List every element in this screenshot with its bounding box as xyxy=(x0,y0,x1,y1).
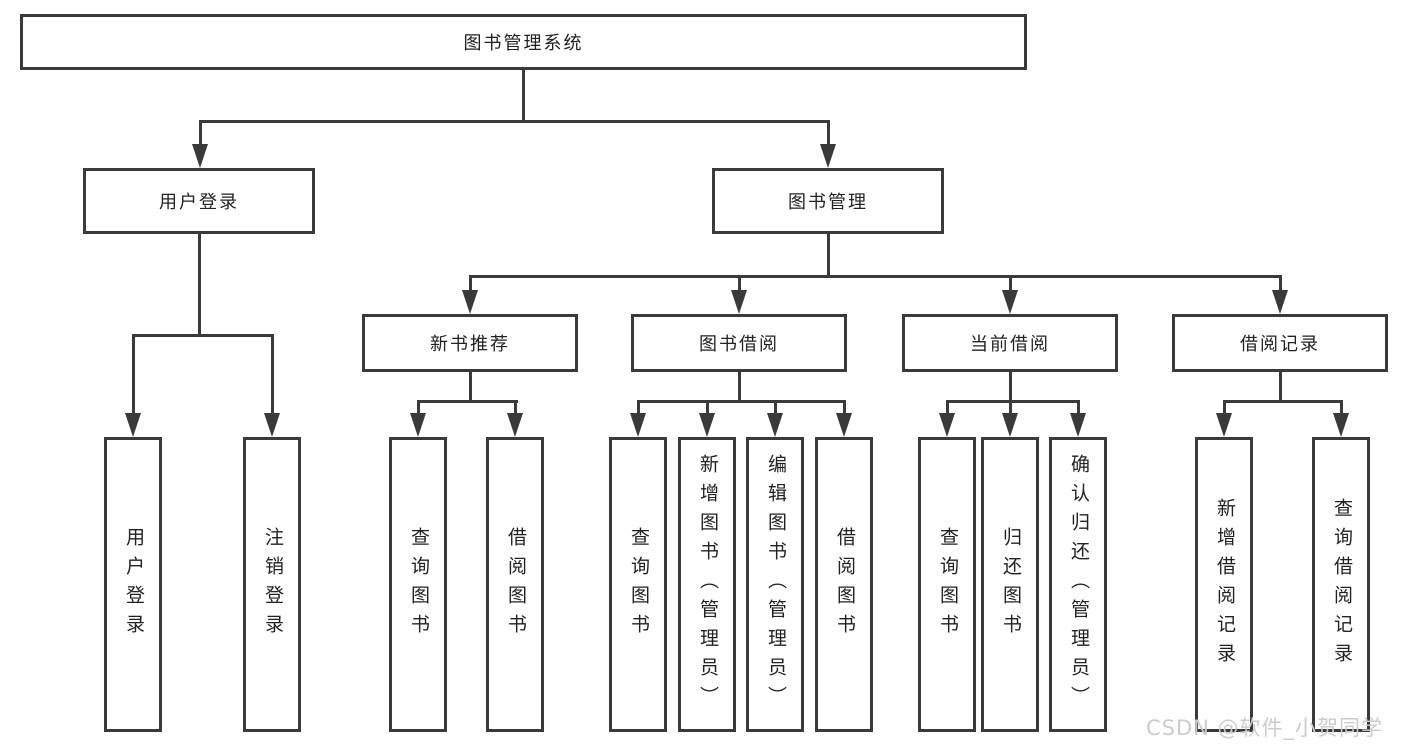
edge-line xyxy=(1009,400,1012,418)
edge-line xyxy=(637,400,640,418)
arrow-down-icon xyxy=(1002,290,1018,314)
leaf-borrow-edit-label: 编辑图书（管理员） xyxy=(764,454,787,715)
node-book-borrow: 图书借阅 xyxy=(631,314,847,372)
edge-line xyxy=(522,67,525,123)
edge-line xyxy=(1009,370,1012,402)
arrow-down-icon xyxy=(1002,413,1018,437)
arrow-down-icon xyxy=(731,290,747,314)
edge-line xyxy=(469,275,472,295)
node-new-books: 新书推荐 xyxy=(362,314,578,372)
edge-line xyxy=(469,275,1281,278)
node-root-label: 图书管理系统 xyxy=(463,33,584,54)
edge-line xyxy=(1077,400,1080,418)
leaf-user-login-label: 用户登录 xyxy=(122,526,145,643)
node-book-mgmt-label: 图书管理 xyxy=(788,192,868,213)
leaf-borrow-borrow-label: 借阅图书 xyxy=(833,526,856,643)
leaf-borrow-add-label: 新增图书（管理员） xyxy=(696,454,719,715)
leaf-current-confirm-label: 确认归还（管理员） xyxy=(1067,454,1090,715)
edge-line xyxy=(637,400,846,403)
edge-line xyxy=(738,275,741,295)
node-root: 图书管理系统 xyxy=(20,14,1027,70)
arrow-down-icon xyxy=(820,144,836,168)
arrow-down-icon xyxy=(1070,413,1086,437)
arrow-down-icon xyxy=(1272,290,1288,314)
node-user-login-label: 用户登录 xyxy=(159,192,239,213)
leaf-current-return-label: 归还图书 xyxy=(999,526,1022,643)
edge-line xyxy=(946,400,1080,403)
leaf-logout-label: 注销登录 xyxy=(261,526,284,643)
edge-line xyxy=(827,120,830,150)
edge-line xyxy=(843,400,846,418)
leaf-records-add-label: 新增借阅记录 xyxy=(1213,497,1236,672)
leaf-borrow-query: 查询图书 xyxy=(609,437,667,732)
edge-line xyxy=(271,334,274,426)
edge-line xyxy=(132,334,135,426)
arrow-down-icon xyxy=(507,413,523,437)
arrow-down-icon xyxy=(630,413,646,437)
arrow-down-icon xyxy=(462,290,478,314)
edge-line xyxy=(827,232,830,278)
node-borrow-records-label: 借阅记录 xyxy=(1240,334,1320,355)
edge-line xyxy=(738,370,741,402)
edge-line xyxy=(199,120,830,123)
arrow-down-icon xyxy=(410,413,426,437)
leaf-records-query-label: 查询借阅记录 xyxy=(1330,497,1353,672)
leaf-current-return: 归还图书 xyxy=(981,437,1039,732)
edge-line xyxy=(774,400,777,418)
node-new-books-label: 新书推荐 xyxy=(430,334,510,355)
arrow-down-icon xyxy=(1216,413,1232,437)
leaf-borrow-edit: 编辑图书（管理员） xyxy=(746,437,804,732)
leaf-current-query-label: 查询图书 xyxy=(936,526,959,643)
arrow-down-icon xyxy=(939,413,955,437)
edge-line xyxy=(1223,400,1226,418)
arrow-down-icon xyxy=(1333,413,1349,437)
node-user-login: 用户登录 xyxy=(83,168,315,234)
leaf-records-add: 新增借阅记录 xyxy=(1195,437,1253,732)
leaf-new-books-borrow-label: 借阅图书 xyxy=(504,526,527,643)
edge-line xyxy=(417,400,420,418)
leaf-current-query: 查询图书 xyxy=(918,437,976,732)
edge-line xyxy=(469,370,472,402)
edge-line xyxy=(946,400,949,418)
edge-line xyxy=(1009,275,1012,295)
leaf-user-login: 用户登录 xyxy=(104,437,162,732)
edge-line xyxy=(199,120,202,150)
edge-line xyxy=(198,232,201,336)
leaf-borrow-add: 新增图书（管理员） xyxy=(678,437,736,732)
edge-line xyxy=(1279,370,1282,402)
edge-line xyxy=(1340,400,1343,418)
node-book-mgmt: 图书管理 xyxy=(712,168,944,234)
arrow-down-icon xyxy=(836,413,852,437)
leaf-new-books-query: 查询图书 xyxy=(389,437,447,732)
arrow-down-icon xyxy=(767,413,783,437)
watermark: CSDN @软件_小贺同学 xyxy=(1146,716,1384,740)
leaf-borrow-query-label: 查询图书 xyxy=(627,526,650,643)
edge-line xyxy=(417,400,518,403)
edge-line xyxy=(706,400,709,418)
leaf-current-confirm: 确认归还（管理员） xyxy=(1049,437,1107,732)
leaf-new-books-borrow: 借阅图书 xyxy=(486,437,544,732)
node-current-borrow: 当前借阅 xyxy=(902,314,1118,372)
edge-line xyxy=(132,334,274,337)
edge-line xyxy=(514,400,517,418)
arrow-down-icon xyxy=(264,413,280,437)
leaf-borrow-borrow: 借阅图书 xyxy=(815,437,873,732)
leaf-logout: 注销登录 xyxy=(243,437,301,732)
leaf-new-books-query-label: 查询图书 xyxy=(407,526,430,643)
node-book-borrow-label: 图书借阅 xyxy=(699,334,779,355)
arrow-down-icon xyxy=(192,144,208,168)
arrow-down-icon xyxy=(125,413,141,437)
leaf-records-query: 查询借阅记录 xyxy=(1312,437,1370,732)
node-borrow-records: 借阅记录 xyxy=(1172,314,1388,372)
edge-line xyxy=(1279,275,1282,295)
edge-line xyxy=(1223,400,1343,403)
node-current-borrow-label: 当前借阅 xyxy=(970,334,1050,355)
arrow-down-icon xyxy=(699,413,715,437)
